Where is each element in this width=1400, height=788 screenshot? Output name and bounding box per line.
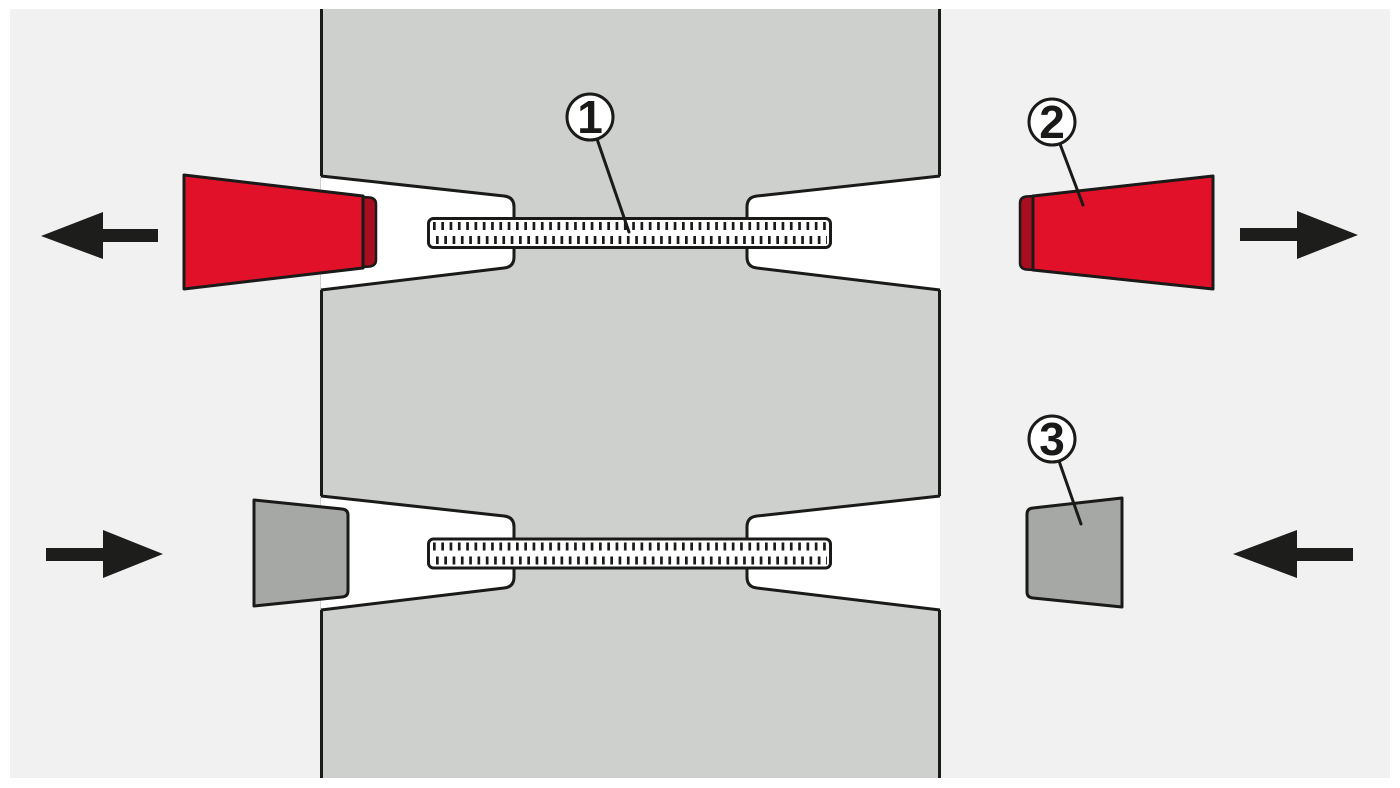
gray-cap-bottom-left [252, 498, 350, 608]
callout-1-leader-line [595, 137, 631, 234]
callout-1-number: 1 [577, 91, 603, 143]
red-cap-top-right [1018, 174, 1215, 291]
callout-2: 2 [1027, 96, 1085, 207]
callout-3-circle [1027, 414, 1077, 464]
callout-1: 1 [565, 91, 631, 234]
red-cap-top-right-stripe [1018, 194, 1036, 272]
callout-3-leader-line [1057, 459, 1083, 526]
arrow-right-icon [1240, 211, 1358, 259]
arrow-left-icon [41, 212, 158, 259]
red-cap-top-right-body [1031, 174, 1215, 291]
callout-2-number: 2 [1039, 96, 1065, 148]
callout-2-leader-line [1058, 142, 1085, 207]
gray-cap-bottom-right [1025, 496, 1124, 609]
red-cap-top-left [182, 173, 378, 291]
threaded-rod-bottom [427, 537, 832, 570]
callout-2-circle [1027, 97, 1077, 147]
callout-1-circle [565, 92, 615, 142]
arrow-left-icon [1233, 530, 1353, 578]
arrow-right-icon [46, 530, 163, 578]
red-cap-top-left-stripe [360, 195, 378, 269]
machine-body-panel [320, 9, 940, 778]
red-cap-top-left-body [182, 173, 365, 291]
callout-3-number: 3 [1039, 413, 1065, 465]
callout-3: 3 [1027, 413, 1083, 526]
